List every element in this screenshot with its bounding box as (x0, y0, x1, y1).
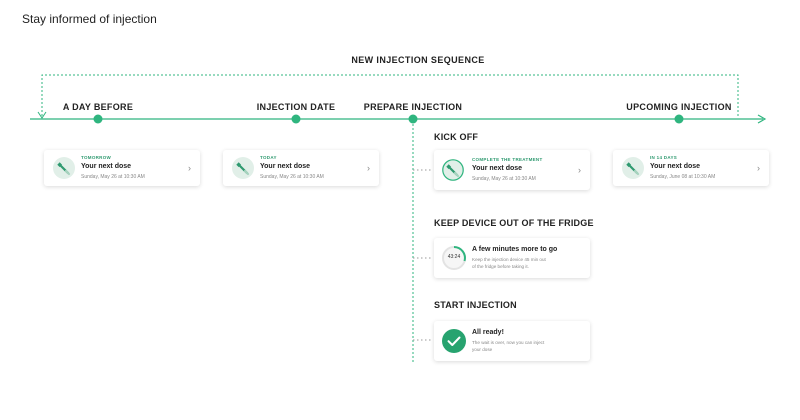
card-meta: Sunday, June 08 at 10:30 AM (650, 174, 716, 180)
chevron-right-icon: › (578, 165, 581, 175)
timer-value: 43:24 (447, 254, 461, 260)
card-title: Your next dose (472, 165, 523, 172)
fridge-timer-card: 43:24 A few minutes more to go Keep the … (434, 238, 590, 278)
dose-card-day-before[interactable]: TOMORROW Your next dose Sunday, May 26 a… (44, 150, 200, 186)
card-eyebrow: TOMORROW (81, 155, 112, 160)
card-eyebrow: COMPLETE THE TREATMENT (472, 157, 543, 162)
stage-dot-upcoming (674, 114, 684, 124)
card-title: Your next dose (81, 163, 132, 170)
substep-label-fridge: KEEP DEVICE OUT OF THE FRIDGE (434, 218, 594, 228)
card-meta: Sunday, May 26 at 10:30 AM (260, 174, 324, 180)
check-icon (441, 328, 467, 354)
stage-dot-prepare (408, 114, 418, 124)
dose-card-injection-date[interactable]: TODAY Your next dose Sunday, May 26 at 1… (223, 150, 379, 186)
chevron-right-icon: › (188, 163, 191, 173)
ready-card: All ready! The wait is over, now you can… (434, 321, 590, 361)
card-eyebrow: TODAY (260, 155, 277, 160)
chevron-right-icon: › (367, 163, 370, 173)
timer-ring-icon: 43:24 (441, 245, 467, 271)
dose-card-kickoff[interactable]: COMPLETE THE TREATMENT Your next dose Su… (434, 150, 590, 190)
page-title: Stay informed of injection (22, 12, 157, 26)
card-description: Keep the injection device 45 min out of … (472, 257, 546, 269)
stage-label-injection-date: INJECTION DATE (256, 102, 336, 112)
stage-dot-injection-date (291, 114, 301, 124)
stage-label-upcoming: UPCOMING INJECTION (626, 102, 732, 112)
injection-pen-icon (622, 157, 644, 179)
stage-dot-day-before (93, 114, 103, 124)
substep-label-start: START INJECTION (434, 300, 517, 310)
card-title: A few minutes more to go (472, 246, 558, 253)
dose-card-upcoming[interactable]: IN 14 DAYS Your next dose Sunday, June 0… (613, 150, 769, 186)
timeline-arrowhead (757, 114, 767, 124)
injection-pen-icon (441, 158, 465, 182)
sequence-title: NEW INJECTION SEQUENCE (351, 55, 485, 65)
stage-label-prepare: PREPARE INJECTION (363, 102, 463, 112)
card-title: Your next dose (650, 163, 701, 170)
card-title: Your next dose (260, 163, 311, 170)
substep-label-kickoff: KICK OFF (434, 132, 479, 142)
card-meta: Sunday, May 26 at 10:30 AM (472, 176, 536, 182)
loop-arrowhead (37, 111, 47, 119)
card-description: The wait is over, now you can inject you… (472, 340, 545, 352)
card-eyebrow: IN 14 DAYS (650, 155, 678, 160)
injection-pen-icon (232, 157, 254, 179)
chevron-right-icon: › (757, 163, 760, 173)
stage-label-day-before: A DAY BEFORE (62, 102, 134, 112)
injection-pen-icon (53, 157, 75, 179)
card-title: All ready! (472, 329, 504, 336)
sequence-loop-line (41, 74, 739, 116)
card-meta: Sunday, May 26 at 10:30 AM (81, 174, 145, 180)
